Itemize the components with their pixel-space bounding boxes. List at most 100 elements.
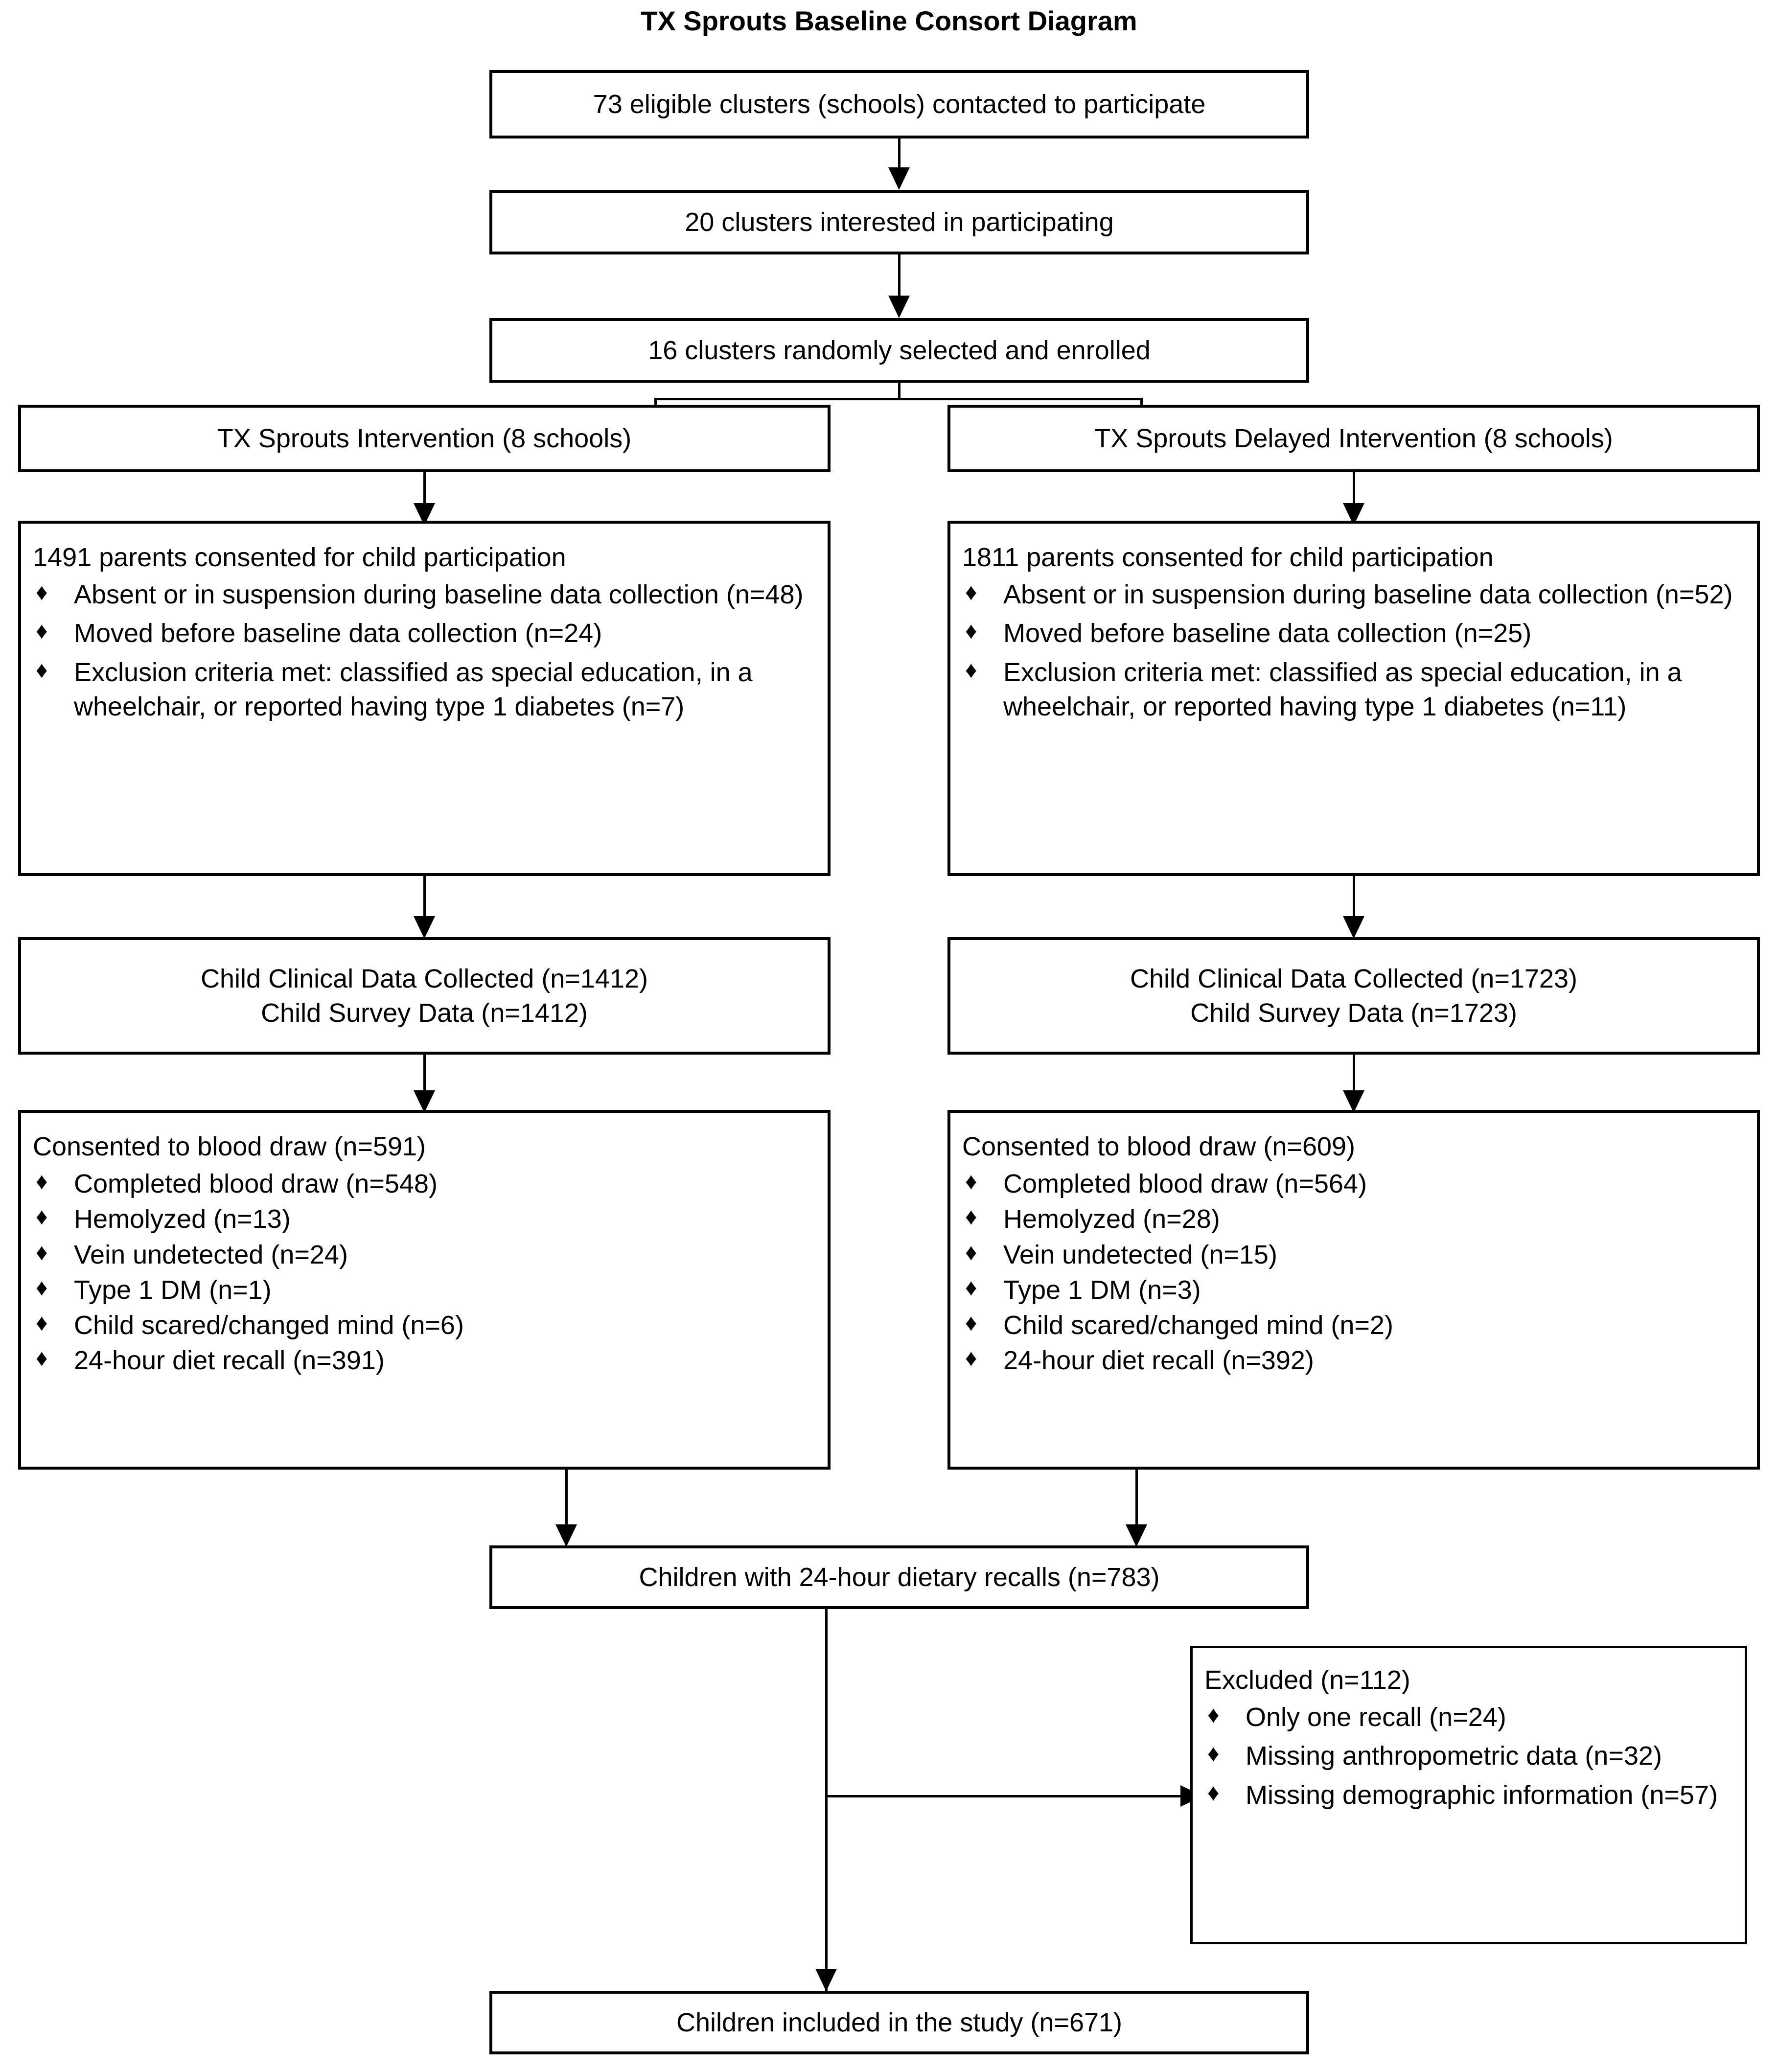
arrowhead-combined-to-final: [815, 1969, 837, 1991]
node-blood-draw-intervention: Consented to blood draw (n=591) ♦ Complet…: [18, 1110, 831, 1470]
node-consent-intervention: 1491 parents consented for child partici…: [18, 521, 831, 876]
list-item-label: Child scared/changed mind (n=6): [74, 1310, 464, 1340]
diamond-bullet-icon: ♦: [36, 657, 48, 683]
list-item: ♦ Completed blood draw (n=564): [962, 1167, 1747, 1201]
list-item-label: 24-hour diet recall (n=392): [1003, 1346, 1314, 1376]
diamond-bullet-icon: ♦: [36, 1169, 48, 1195]
connector-delayed-blood-to-combined: [1135, 1470, 1138, 1528]
diamond-bullet-icon: ♦: [965, 579, 977, 606]
connector-delayed-consent-to-clinical: [1353, 876, 1355, 920]
connector-intervention-blood-to-combined: [565, 1470, 568, 1528]
list-item: ♦Exclusion criteria met: classified as s…: [33, 655, 818, 724]
node-children-included-label: Children included in the study (n=671): [676, 2007, 1123, 2037]
connector-interested-to-enrolled: [898, 254, 901, 298]
node-blood-draw-intervention-lead: Consented to blood draw (n=591): [33, 1132, 426, 1161]
list-item: ♦ Only one recall (n=24): [1204, 1700, 1735, 1734]
list-item: ♦Type 1 DM (n=1): [33, 1273, 818, 1307]
diamond-bullet-icon: ♦: [36, 1204, 48, 1230]
diamond-bullet-icon: ♦: [36, 1345, 48, 1372]
list-item-label: Moved before baseline data collection (n…: [74, 619, 602, 648]
node-arm-header-delayed: TX Sprouts Delayed Intervention (8 schoo…: [947, 405, 1760, 472]
list-item: ♦ 24-hour diet recall (n=392): [962, 1343, 1747, 1378]
node-clusters-enrolled-label: 16 clusters randomly selected and enroll…: [648, 335, 1151, 365]
node-blood-draw-delayed-lead: Consented to blood draw (n=609): [962, 1132, 1356, 1161]
diamond-bullet-icon: ♦: [965, 1310, 977, 1336]
node-data-collected-delayed-survey: Child Survey Data (n=1723): [1190, 998, 1517, 1028]
list-item-label: Missing anthropometric data (n=32): [1246, 1741, 1662, 1771]
consent-intervention-bullet-list: ♦ Absent or in suspension during baseline…: [21, 577, 828, 724]
node-consent-delayed-lead: 1811 parents consented for child partici…: [962, 543, 1494, 572]
list-item: ♦Moved before baseline data collection (…: [962, 616, 1747, 650]
list-item-label: Hemolyzed (n=28): [1003, 1204, 1220, 1234]
node-excluded-lead: Excluded (n=112): [1204, 1665, 1410, 1695]
page-title: TX Sprouts Baseline Consort Diagram: [641, 5, 1137, 36]
connector-contacted-to-interested: [898, 138, 901, 169]
list-item-label: Vein undetected (n=15): [1003, 1240, 1277, 1269]
node-data-collected-intervention-clinical: Child Clinical Data Collected (n=1412): [201, 964, 648, 993]
list-item: ♦Hemolyzed (n=13): [33, 1202, 818, 1236]
list-item-label: Absent or in suspension during baseline …: [1003, 580, 1733, 610]
node-data-collected-intervention: Child Clinical Data Collected (n=1412) C…: [18, 937, 831, 1055]
list-item: ♦ Exclusion criteria met: classified as s…: [962, 655, 1747, 724]
diamond-bullet-icon: ♦: [965, 657, 977, 683]
blood-draw-intervention-bullet-list: ♦ Completed blood draw (n=548) ♦Hemolyzed…: [21, 1167, 828, 1378]
list-item: ♦ Missing anthropometric data (n=32): [1204, 1739, 1735, 1773]
blood-draw-delayed-bullet-list: ♦Completed blood draw (n=564) ♦Hemolyzed…: [950, 1167, 1757, 1378]
diamond-bullet-icon: ♦: [965, 1169, 977, 1195]
node-clusters-interested: 20 clusters interested in participating: [489, 190, 1309, 254]
list-item: ♦Hemolyzed (n=28): [962, 1202, 1747, 1236]
diamond-bullet-icon: ♦: [36, 1239, 48, 1266]
list-item: ♦ Child scared/changed mind (n=2): [962, 1308, 1747, 1342]
connector-combined-to-excluded: [825, 1795, 1185, 1797]
list-item: ♦ Vein undetected (n=24): [33, 1238, 818, 1272]
node-data-collected-intervention-survey: Child Survey Data (n=1412): [261, 998, 588, 1028]
list-item-label: Missing demographic information (n=57): [1246, 1780, 1718, 1810]
connector-intervention-clinical-to-blood: [423, 1055, 426, 1094]
list-item-label: Vein undetected (n=24): [74, 1240, 348, 1269]
list-item: ♦24-hour diet recall (n=391): [33, 1343, 818, 1378]
node-combined-dietary-recalls: Children with 24-hour dietary recalls (n…: [489, 1545, 1309, 1609]
list-item: ♦ Missing demographic information (n=57): [1204, 1778, 1735, 1812]
arrowhead-delayed-clinical-to-blood: [1343, 1090, 1364, 1113]
list-item-label: Absent or in suspension during baseline …: [74, 580, 804, 610]
node-clusters-enrolled: 16 clusters randomly selected and enroll…: [489, 318, 1309, 383]
node-clusters-interested-label: 20 clusters interested in participating: [685, 207, 1114, 237]
list-item-label: Type 1 DM (n=3): [1003, 1275, 1201, 1305]
arrowhead-intervention-clinical-to-blood: [414, 1090, 435, 1113]
node-clusters-contacted: 73 eligible clusters (schools) contacted…: [489, 70, 1309, 138]
node-data-collected-delayed: Child Clinical Data Collected (n=1723) C…: [947, 937, 1760, 1055]
list-item-label: Exclusion criteria met: classified as sp…: [1003, 657, 1682, 721]
connector-intervention-consent-to-clinical: [423, 876, 426, 920]
list-item-label: Type 1 DM (n=1): [74, 1275, 272, 1305]
list-item-label: Completed blood draw (n=548): [74, 1169, 438, 1199]
list-item-label: Only one recall (n=24): [1246, 1703, 1506, 1732]
diamond-bullet-icon: ♦: [36, 579, 48, 606]
arrowhead-delayed-blood-to-combined: [1126, 1524, 1147, 1547]
diamond-bullet-icon: ♦: [965, 618, 977, 645]
excluded-bullet-list: ♦ Only one recall (n=24) ♦ Missing anthrop…: [1193, 1700, 1745, 1812]
diamond-bullet-icon: ♦: [1207, 1702, 1220, 1728]
diamond-bullet-icon: ♦: [36, 618, 48, 645]
arrowhead-contacted-to-interested: [888, 167, 910, 190]
arrowhead-delayed-consent-to-clinical: [1343, 916, 1364, 939]
node-clusters-contacted-label: 73 eligible clusters (schools) contacted…: [593, 89, 1206, 119]
diamond-bullet-icon: ♦: [965, 1345, 977, 1372]
arrowhead-intervention-consent-to-clinical: [414, 916, 435, 939]
consent-delayed-bullet-list: ♦ Absent or in suspension during baseline…: [950, 577, 1757, 724]
connector-enrolled-stem: [898, 383, 901, 399]
list-item-label: Child scared/changed mind (n=2): [1003, 1310, 1393, 1340]
list-item: ♦ Absent or in suspension during baseline…: [33, 577, 818, 612]
node-data-collected-delayed-clinical: Child Clinical Data Collected (n=1723): [1130, 964, 1577, 993]
list-item: ♦ Moved before baseline data collection (…: [33, 616, 818, 650]
list-item-label: Completed blood draw (n=564): [1003, 1169, 1367, 1199]
node-excluded: Excluded (n=112) ♦ Only one recall (n=24)…: [1190, 1646, 1747, 1944]
list-item: ♦ Completed blood draw (n=548): [33, 1167, 818, 1201]
list-item: ♦Child scared/changed mind (n=6): [33, 1308, 818, 1342]
connector-combined-to-final: [825, 1609, 828, 1991]
connector-delayed-clinical-to-blood: [1353, 1055, 1355, 1094]
connector-delayed-header-to-consent: [1353, 472, 1355, 506]
node-children-included: Children included in the study (n=671): [489, 1991, 1309, 2054]
diamond-bullet-icon: ♦: [1207, 1779, 1220, 1806]
diamond-bullet-icon: ♦: [1207, 1741, 1220, 1767]
